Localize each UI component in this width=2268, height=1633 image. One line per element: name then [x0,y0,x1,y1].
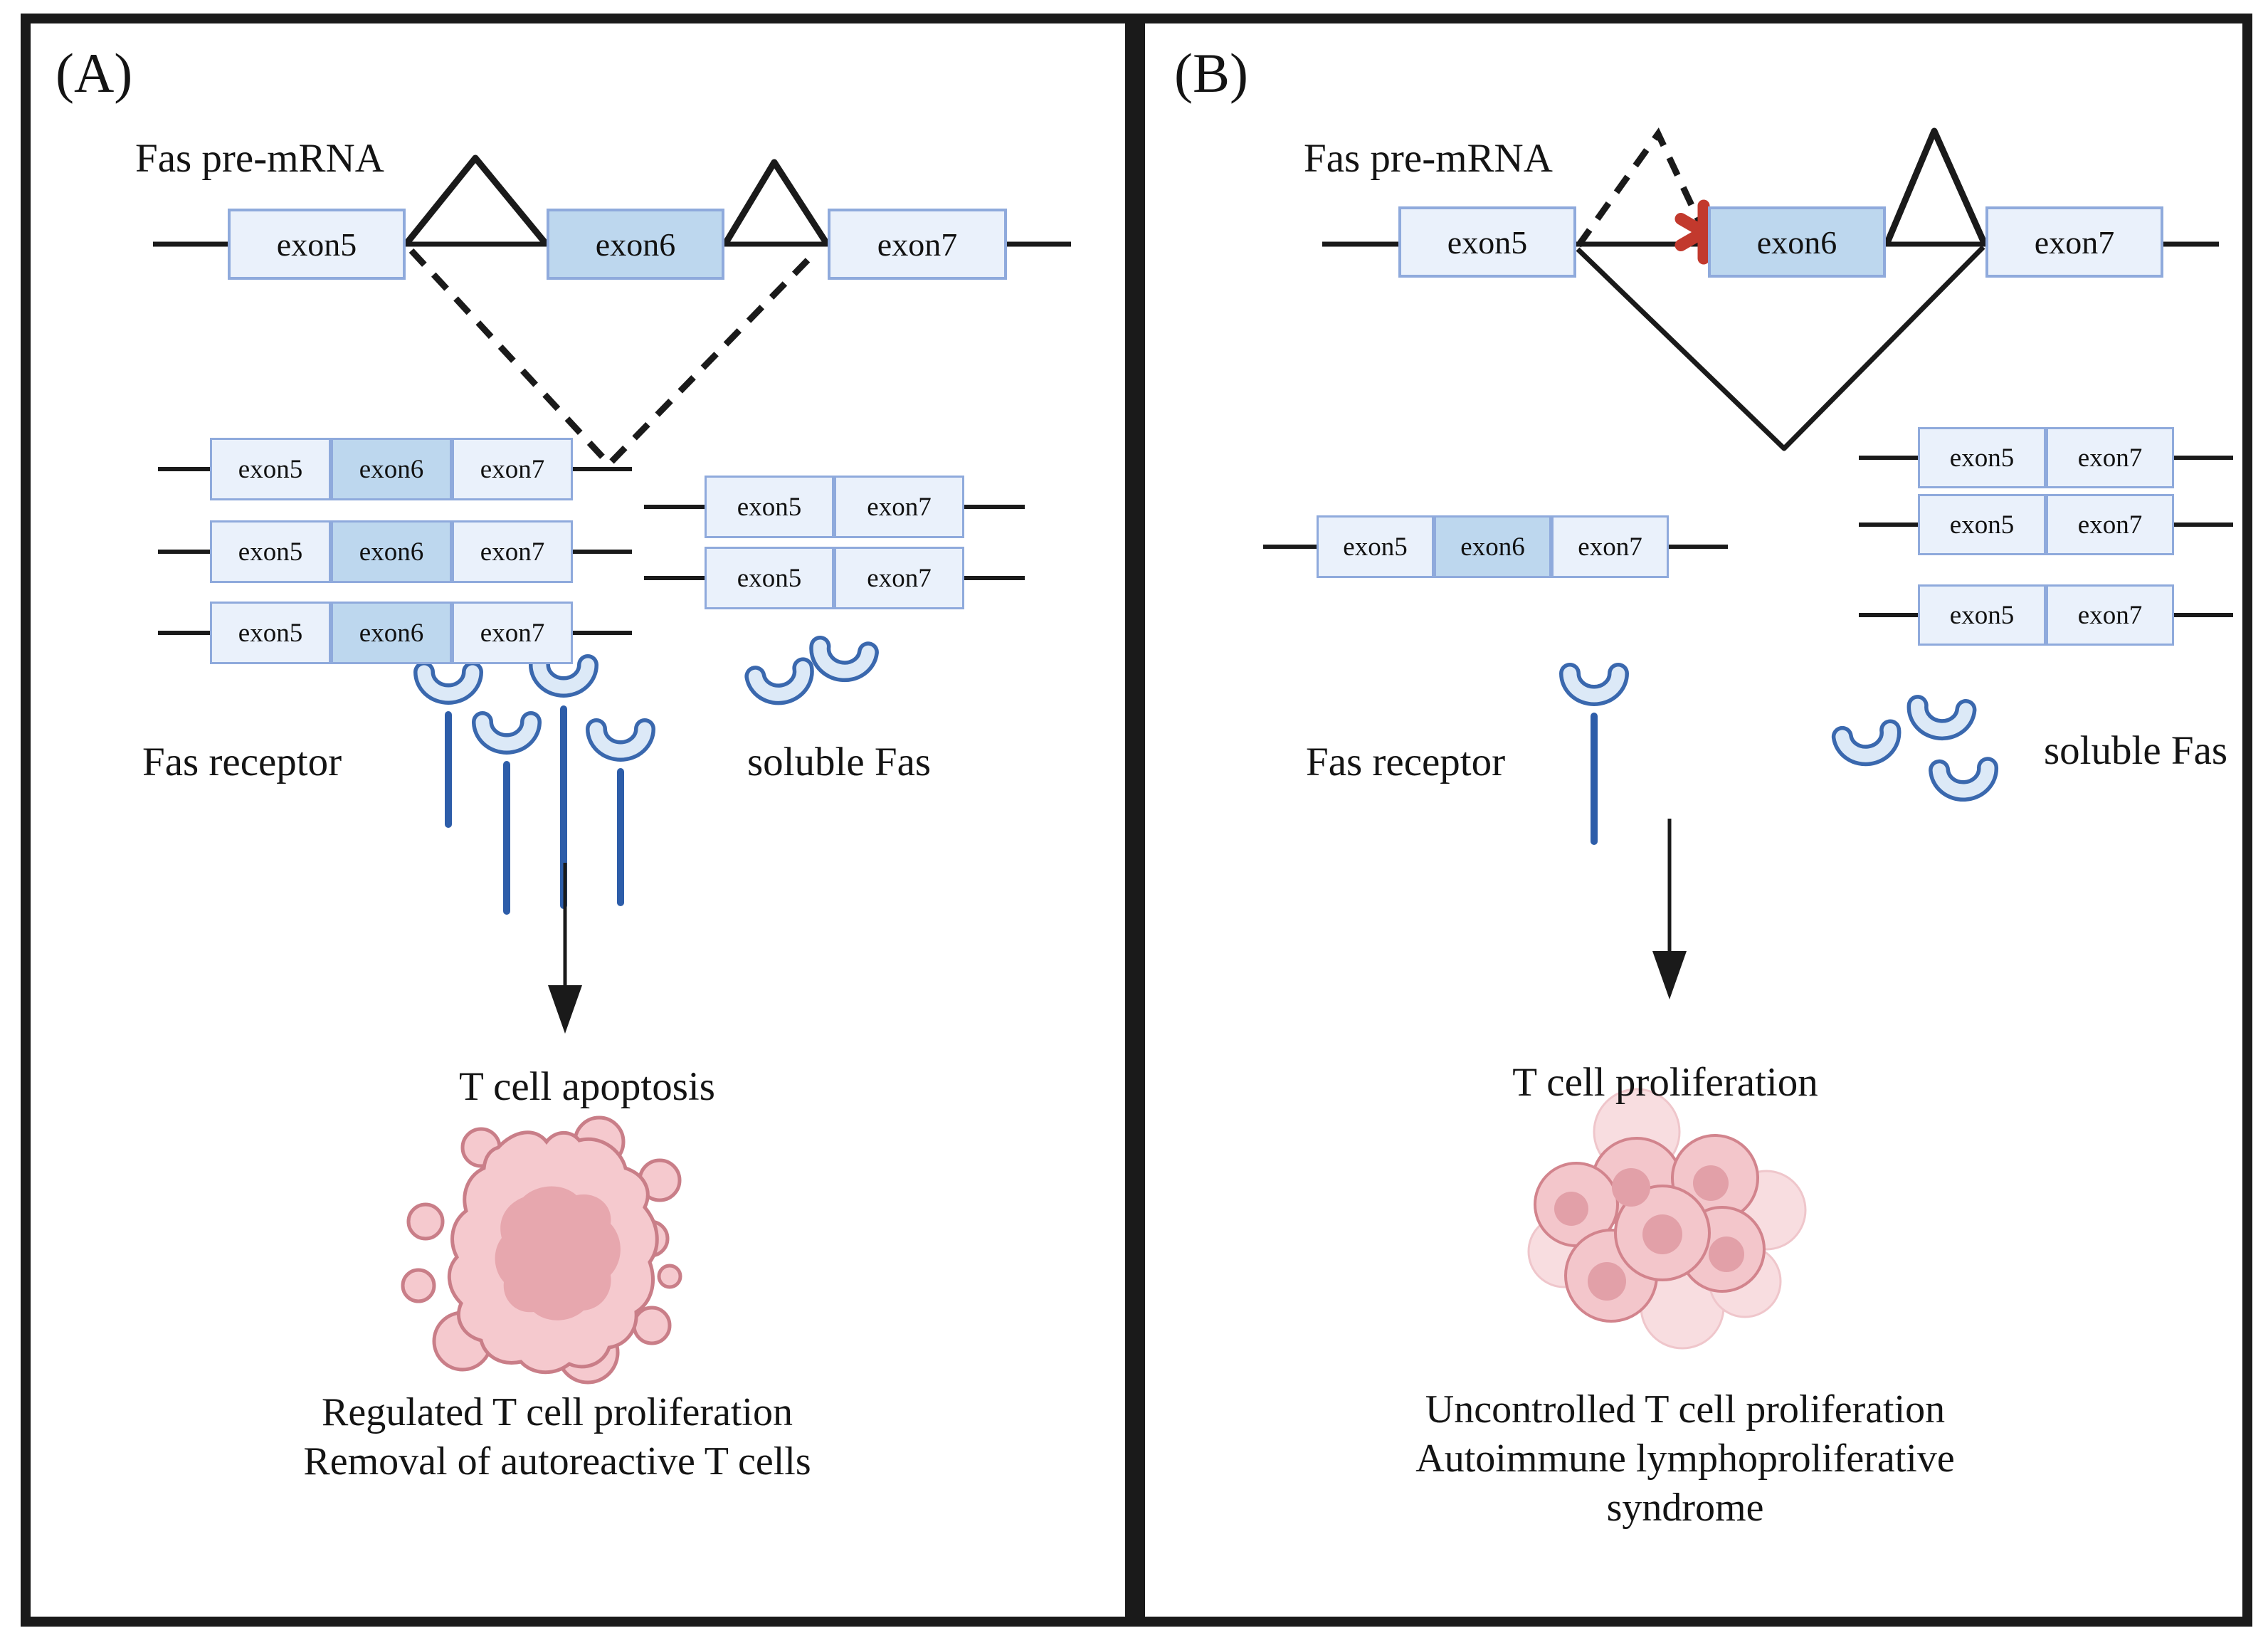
soluble-fas-icon [1916,705,1966,732]
apoptotic-cell-icon [401,1115,682,1385]
fas-receptor-icon [1570,673,1618,695]
panel-a-border [21,14,1135,1627]
mrna-exon7: exon7 [1551,515,1669,578]
mrna-exon5: exon5 [210,438,331,500]
mrna-exon5: exon5 [705,547,834,609]
splice-intron5-icon [404,154,548,245]
down-arrow-icon [1652,819,1687,999]
mrna-exon5: exon5 [1317,515,1434,578]
soluble-fas-icon [1842,730,1894,758]
exon-box-exon5: exon5 [1398,206,1576,278]
down-arrow-icon [548,863,582,1034]
soluble-fas-group-a [755,646,868,698]
exon-box-exon6: exon6 [1708,206,1886,278]
mrna-exon5: exon5 [705,476,834,538]
exon-box-exon6: exon6 [547,209,724,280]
soluble-fas-group-b [1842,705,1989,792]
mrna-exon7: exon7 [2046,427,2174,488]
t-cell-cluster-icon [1527,1088,1807,1350]
mrna-exon7: exon7 [452,438,573,500]
mrna-exon5: exon5 [1918,427,2046,488]
apoptotic-nucleus [495,1186,621,1320]
pre-mrna-label: Fas pre-mRNA [1304,136,1553,181]
exon-box-exon7: exon7 [1985,206,2163,278]
exon-box-exon7: exon7 [828,209,1007,280]
mrna-exon7: exon7 [834,476,964,538]
outcome-text-a: Regulated T cell proliferation Removal o… [303,1388,811,1486]
mrna-exon6: exon6 [331,602,452,664]
splice-intron6-icon [723,159,829,245]
panel-b-label: (B) [1174,42,1248,104]
blocked-splice-dashed-icon [1576,127,1704,248]
outcome-line: Uncontrolled T cell proliferation [1425,1387,1946,1432]
mrna-exon7: exon7 [2046,584,2174,646]
mrna-exon7: exon7 [2046,494,2174,555]
outcome-line: syndrome [1606,1486,1764,1530]
mrna-exon5: exon5 [1918,584,2046,646]
soluble-fas-label: soluble Fas [747,740,932,784]
fas-receptor-label: Fas receptor [142,740,342,784]
panel-a-label: (A) [56,42,133,104]
soluble-fas-icon [1939,767,1989,792]
soluble-fas-label: soluble Fas [2044,728,2228,773]
fas-receptor-icon [539,665,588,687]
exon-box-exon5: exon5 [228,209,406,280]
panel-a-mrna-lines [158,467,1025,635]
fas-receptor-group-b [1570,673,1618,845]
panel-b-border [1135,14,2252,1627]
mrna-exon6: exon6 [1434,515,1551,578]
mrna-exon7: exon7 [452,602,573,664]
fas-receptor-icon [482,722,531,744]
mrna-exon6: exon6 [331,438,452,500]
soluble-fas-icon [755,668,806,698]
mrna-exon5: exon5 [210,602,331,664]
fas-receptor-icon [424,672,473,694]
fas-receptor-group-a [424,665,645,915]
outcome-line: Regulated T cell proliferation [322,1390,793,1434]
mrna-exon5: exon5 [210,520,331,583]
mrna-exon7: exon7 [452,520,573,583]
process-label-proliferation: T cell proliferation [1512,1060,1818,1105]
outcome-line: Autoimmune lymphoproliferative [1415,1437,1955,1481]
splice-intron6-icon [1884,127,1988,244]
outcome-line: Removal of autoreactive T cells [303,1439,811,1484]
panel-b-mrna-lines [1263,456,2233,617]
alt-splice-dashed-icon [408,248,820,469]
soluble-fas-icon [818,646,868,674]
pre-mrna-label: Fas pre-mRNA [135,136,384,181]
fas-receptor-icon [596,729,645,751]
process-label-apoptosis: T cell apoptosis [459,1064,715,1109]
fas-receptor-label: Fas receptor [1306,740,1506,784]
mrna-exon6: exon6 [331,520,452,583]
panel-a-premrna-diagram [153,154,1071,469]
outcome-text-b: Uncontrolled T cell proliferation Autoim… [1415,1385,1954,1533]
exon-skipping-splice-icon [1576,245,1985,451]
mrna-exon5: exon5 [1918,494,2046,555]
mrna-exon7: exon7 [834,547,964,609]
